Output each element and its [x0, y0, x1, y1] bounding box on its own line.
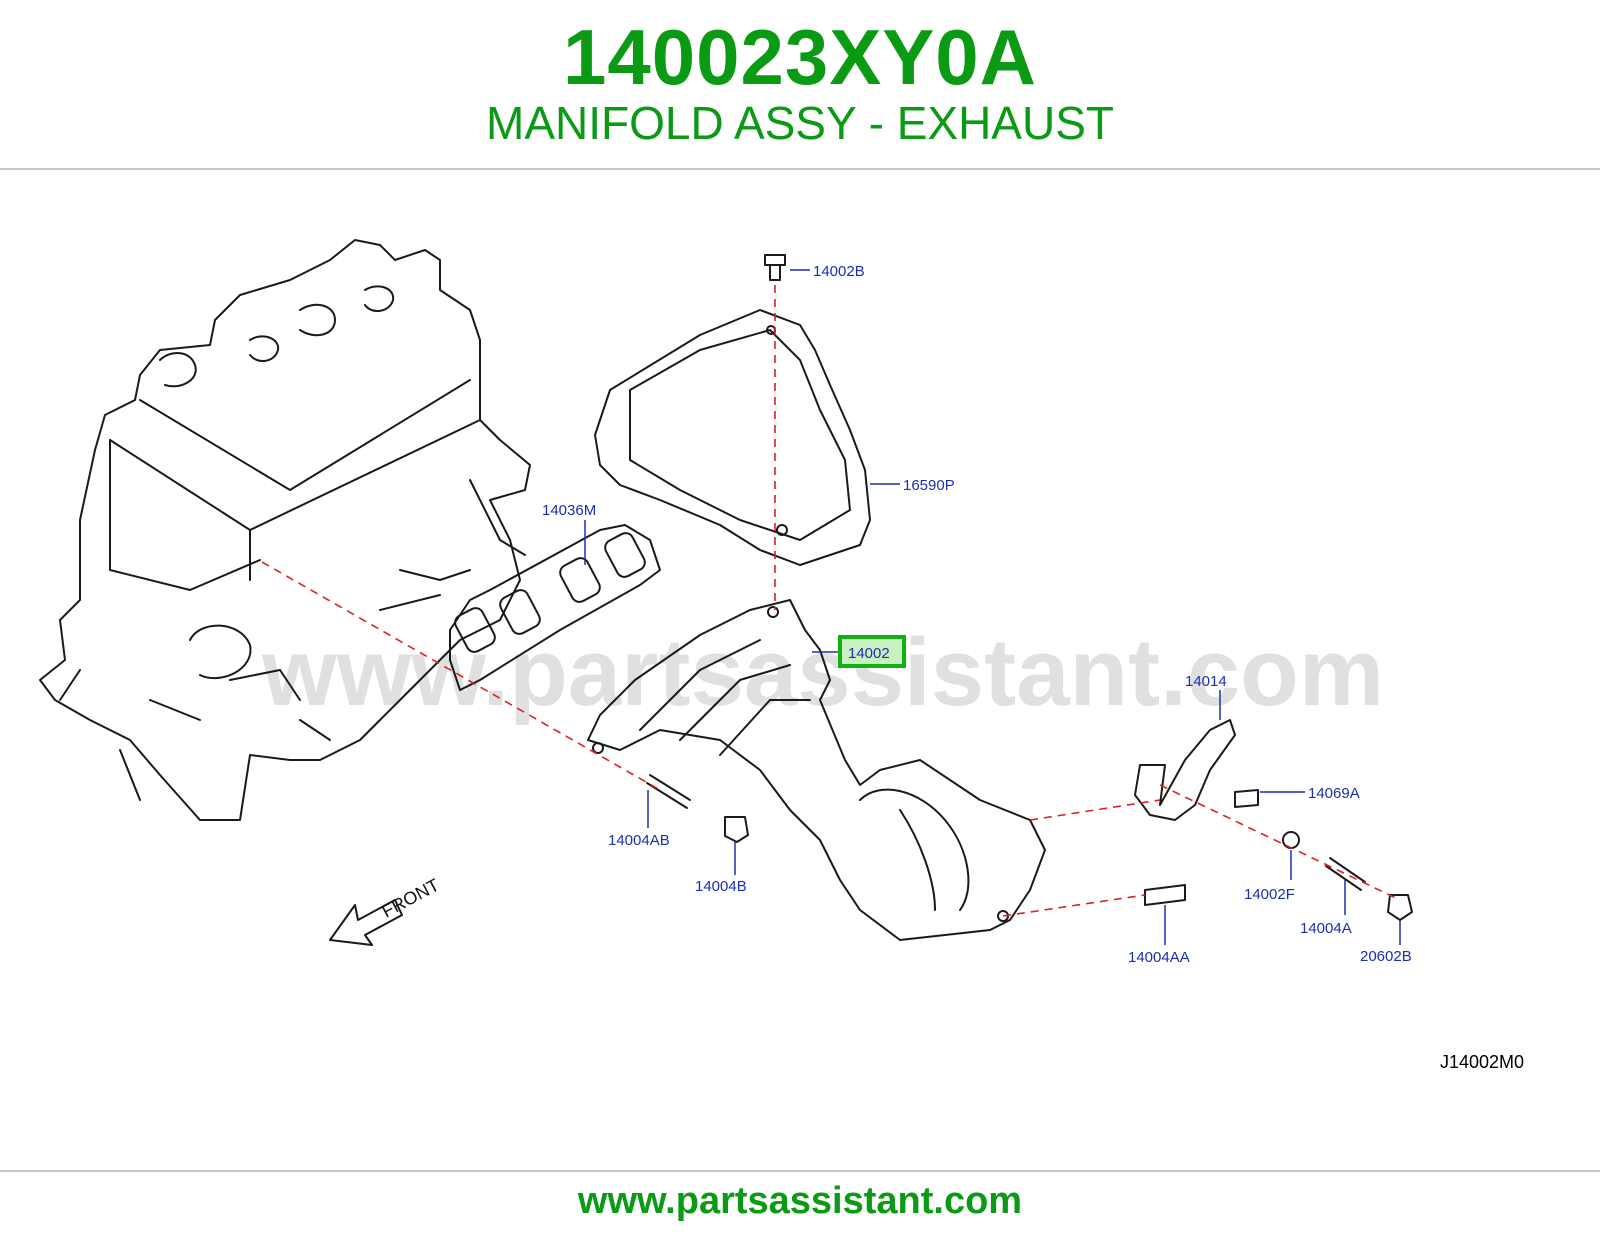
footer-divider — [0, 1170, 1600, 1172]
assembly-dashed-lines — [261, 285, 1401, 917]
front-label: FRONT — [378, 875, 442, 922]
engine-block-illustration — [39, 239, 531, 821]
header-divider — [0, 168, 1600, 170]
front-direction-arrow: FRONT — [329, 875, 443, 946]
heat-shield-illustration — [594, 309, 871, 566]
part-number-title: 140023XY0A — [562, 13, 1038, 101]
callout-16590P[interactable]: 16590P — [903, 477, 955, 494]
callout-14004AA[interactable]: 14004AA — [1128, 949, 1190, 966]
callout-14004A[interactable]: 14004A — [1300, 920, 1352, 937]
diagram-code: J14002M0 — [1440, 1052, 1524, 1072]
callout-14004B[interactable]: 14004B — [695, 878, 747, 895]
callout-14002B[interactable]: 14002B — [813, 263, 865, 280]
page-header: 140023XY0A MANIFOLD ASSY - EXHAUST — [0, 0, 1600, 168]
gasket-illustration — [449, 524, 661, 691]
footer-website-link[interactable]: www.partsassistant.com — [577, 1180, 1023, 1222]
exhaust-manifold-illustration — [587, 599, 1046, 941]
callout-20602B[interactable]: 20602B — [1360, 948, 1412, 965]
callout-14004AB[interactable]: 14004AB — [608, 832, 670, 849]
callout-14014[interactable]: 14014 — [1185, 673, 1227, 690]
part-callouts: 14002B 16590P 14036M 14002 14014 14069A … — [542, 263, 1412, 966]
bracket-illustration — [1134, 719, 1236, 821]
callout-14002[interactable]: 14002 — [848, 645, 890, 662]
highlight-box-14002 — [838, 635, 906, 668]
callout-14002F[interactable]: 14002F — [1244, 886, 1295, 903]
diagram-canvas: www.partsassistant.com — [39, 239, 1524, 1072]
exploded-parts-diagram: www.partsassistant.com — [0, 200, 1600, 1120]
callout-14069A[interactable]: 14069A — [1308, 785, 1360, 802]
part-name-subtitle: MANIFOLD ASSY - EXHAUST — [486, 97, 1114, 149]
callout-14036M[interactable]: 14036M — [542, 502, 596, 519]
